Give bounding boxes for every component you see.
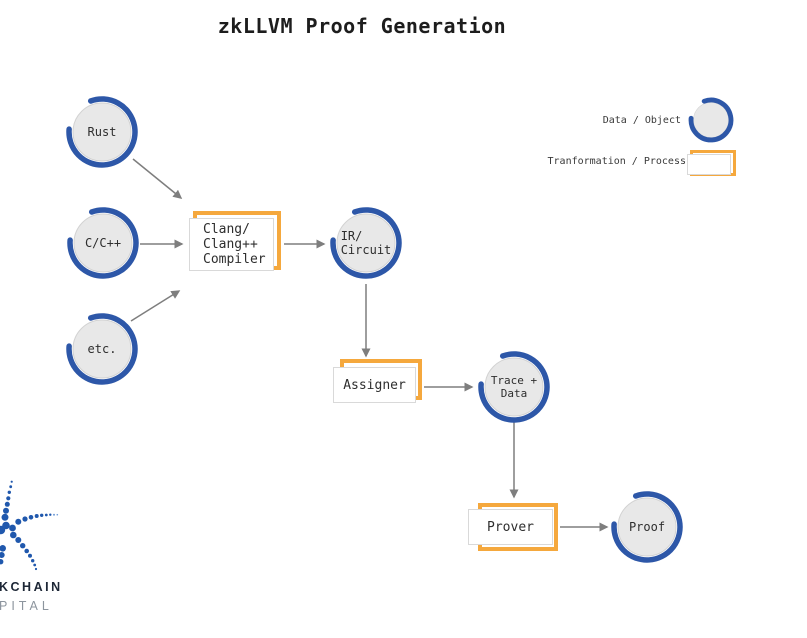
legend-process-card	[687, 154, 731, 175]
node-rust: Rust	[64, 94, 140, 170]
node-proof-label: Proof	[628, 520, 666, 534]
data-object-ring-icon	[478, 351, 550, 423]
legend-data-object-label: Data / Object	[602, 115, 681, 126]
data-object-ring-icon	[66, 313, 138, 385]
logo-wordmark-line1: KCHAIN	[0, 580, 63, 594]
data-object-ring-icon	[330, 207, 402, 279]
data-object-ring-icon	[66, 96, 138, 168]
node-trace-data-label: Trace + Data	[490, 374, 538, 400]
arrow-etc-to-compiler	[130, 290, 181, 322]
node-rust-label: Rust	[87, 125, 117, 139]
page-title: zkLLVM Proof Generation	[217, 14, 507, 38]
node-compiler-card: Clang/ Clang++ Compiler	[189, 218, 274, 271]
node-assigner-label: Assigner	[343, 377, 406, 393]
arrow-rust-to-compiler	[132, 158, 183, 199]
node-ir-circuit: IR/ Circuit	[328, 205, 404, 281]
legend-process-label: Tranformation / Process	[547, 156, 686, 167]
node-trace-data: Trace + Data	[476, 349, 552, 425]
legend-process-icon	[684, 146, 740, 180]
legend-data-object-icon	[688, 97, 734, 143]
node-prover-card: Prover	[468, 509, 553, 545]
blockchain-capital-starfish-icon	[0, 480, 59, 571]
logo-wordmark-line2: PITAL	[0, 599, 53, 613]
node-etc-label: etc.	[87, 342, 117, 356]
data-object-ring-icon	[67, 207, 139, 279]
data-object-ring-icon	[688, 97, 734, 143]
node-ir-circuit-label: IR/ Circuit	[340, 229, 392, 257]
node-assigner: Assigner	[328, 352, 428, 408]
data-object-ring-icon	[611, 491, 683, 563]
node-cpp-label: C/C++	[84, 236, 122, 250]
node-prover: Prover	[464, 496, 564, 554]
node-compiler: Clang/ Clang++ Compiler	[185, 205, 285, 277]
node-assigner-card: Assigner	[333, 367, 416, 403]
node-cpp: C/C++	[65, 205, 141, 281]
node-etc: etc.	[64, 311, 140, 387]
node-compiler-label: Clang/ Clang++ Compiler	[203, 222, 266, 267]
node-proof: Proof	[609, 489, 685, 565]
node-prover-label: Prover	[487, 519, 534, 535]
